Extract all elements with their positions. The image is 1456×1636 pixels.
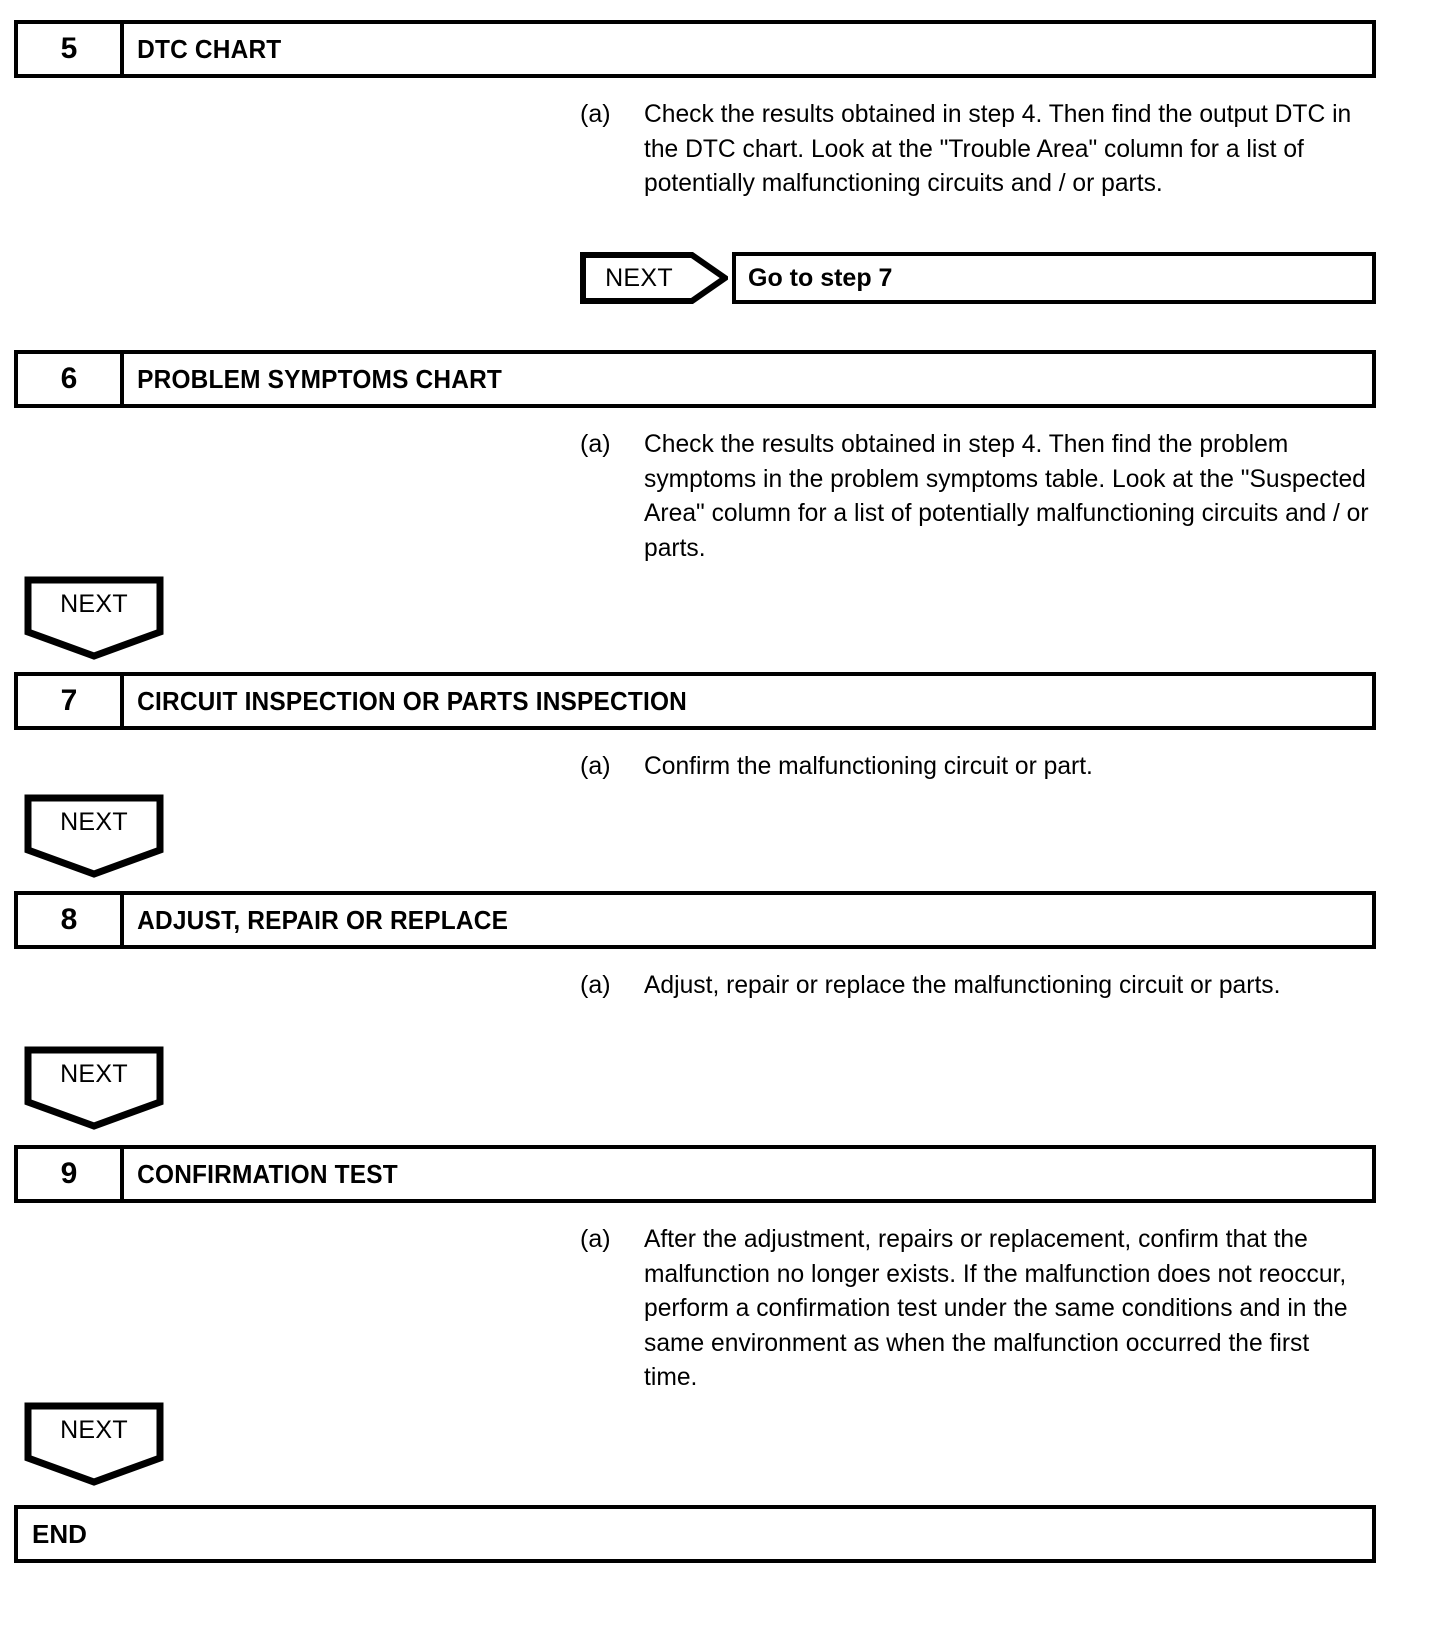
- next-label-7: NEXT: [60, 807, 128, 836]
- instruction-marker-7: (a): [580, 752, 611, 780]
- step-instruction-5: (a) Check the results obtained in step 4…: [580, 97, 1380, 201]
- step-instruction-8: (a) Adjust, repair or replace the malfun…: [580, 968, 1380, 1003]
- instruction-text-5: Check the results obtained in step 4. Th…: [644, 100, 1352, 197]
- instruction-marker-5: (a): [580, 100, 611, 128]
- step-header-9: 9 CONFIRMATION TEST: [14, 1145, 1376, 1203]
- step-instruction-6: (a) Check the results obtained in step 4…: [580, 427, 1380, 565]
- instruction-marker-6: (a): [580, 430, 611, 458]
- step-title-7: CIRCUIT INSPECTION OR PARTS INSPECTION: [137, 685, 688, 716]
- step-number-5: 5: [18, 24, 124, 74]
- instruction-text-9: After the adjustment, repairs or replace…: [644, 1225, 1348, 1391]
- instruction-text-7: Confirm the malfunctioning circuit or pa…: [644, 752, 1093, 780]
- step-title-9: CONFIRMATION TEST: [137, 1158, 398, 1189]
- step-header-7: 7 CIRCUIT INSPECTION OR PARTS INSPECTION: [14, 672, 1376, 730]
- next-label-9: NEXT: [60, 1415, 128, 1444]
- step-instruction-7: (a) Confirm the malfunctioning circuit o…: [580, 749, 1380, 784]
- step-header-6: 6 PROBLEM SYMPTOMS CHART: [14, 350, 1376, 408]
- step-title-6: PROBLEM SYMPTOMS CHART: [137, 363, 503, 394]
- step-header-5: 5 DTC CHART: [14, 20, 1376, 78]
- step-title-5: DTC CHART: [137, 33, 282, 64]
- next-arrow-right-5: NEXT: [580, 252, 728, 304]
- step-instruction-9: (a) After the adjustment, repairs or rep…: [580, 1222, 1380, 1395]
- end-box: END: [14, 1505, 1376, 1563]
- instruction-marker-8: (a): [580, 971, 611, 999]
- next-label-5: NEXT: [605, 263, 673, 292]
- next-label-6: NEXT: [60, 589, 128, 618]
- step-title-8: ADJUST, REPAIR OR REPLACE: [137, 904, 509, 935]
- next-arrow-down-7: NEXT: [24, 794, 164, 878]
- step-number-7: 7: [18, 676, 124, 726]
- instruction-text-8: Adjust, repair or replace the malfunctio…: [644, 971, 1281, 999]
- instruction-text-6: Check the results obtained in step 4. Th…: [644, 430, 1369, 562]
- instruction-marker-9: (a): [580, 1225, 611, 1253]
- next-arrow-down-8: NEXT: [24, 1046, 164, 1130]
- step-number-8: 8: [18, 895, 124, 945]
- next-arrow-down-6: NEXT: [24, 576, 164, 660]
- end-label: END: [32, 1518, 87, 1549]
- step-number-6: 6: [18, 354, 124, 404]
- next-label-8: NEXT: [60, 1059, 128, 1088]
- goto-step-label-5: Go to step 7: [748, 263, 893, 292]
- step-number-9: 9: [18, 1149, 124, 1199]
- step-header-8: 8 ADJUST, REPAIR OR REPLACE: [14, 891, 1376, 949]
- goto-step-box-5: Go to step 7: [732, 252, 1376, 304]
- next-arrow-down-9: NEXT: [24, 1402, 164, 1486]
